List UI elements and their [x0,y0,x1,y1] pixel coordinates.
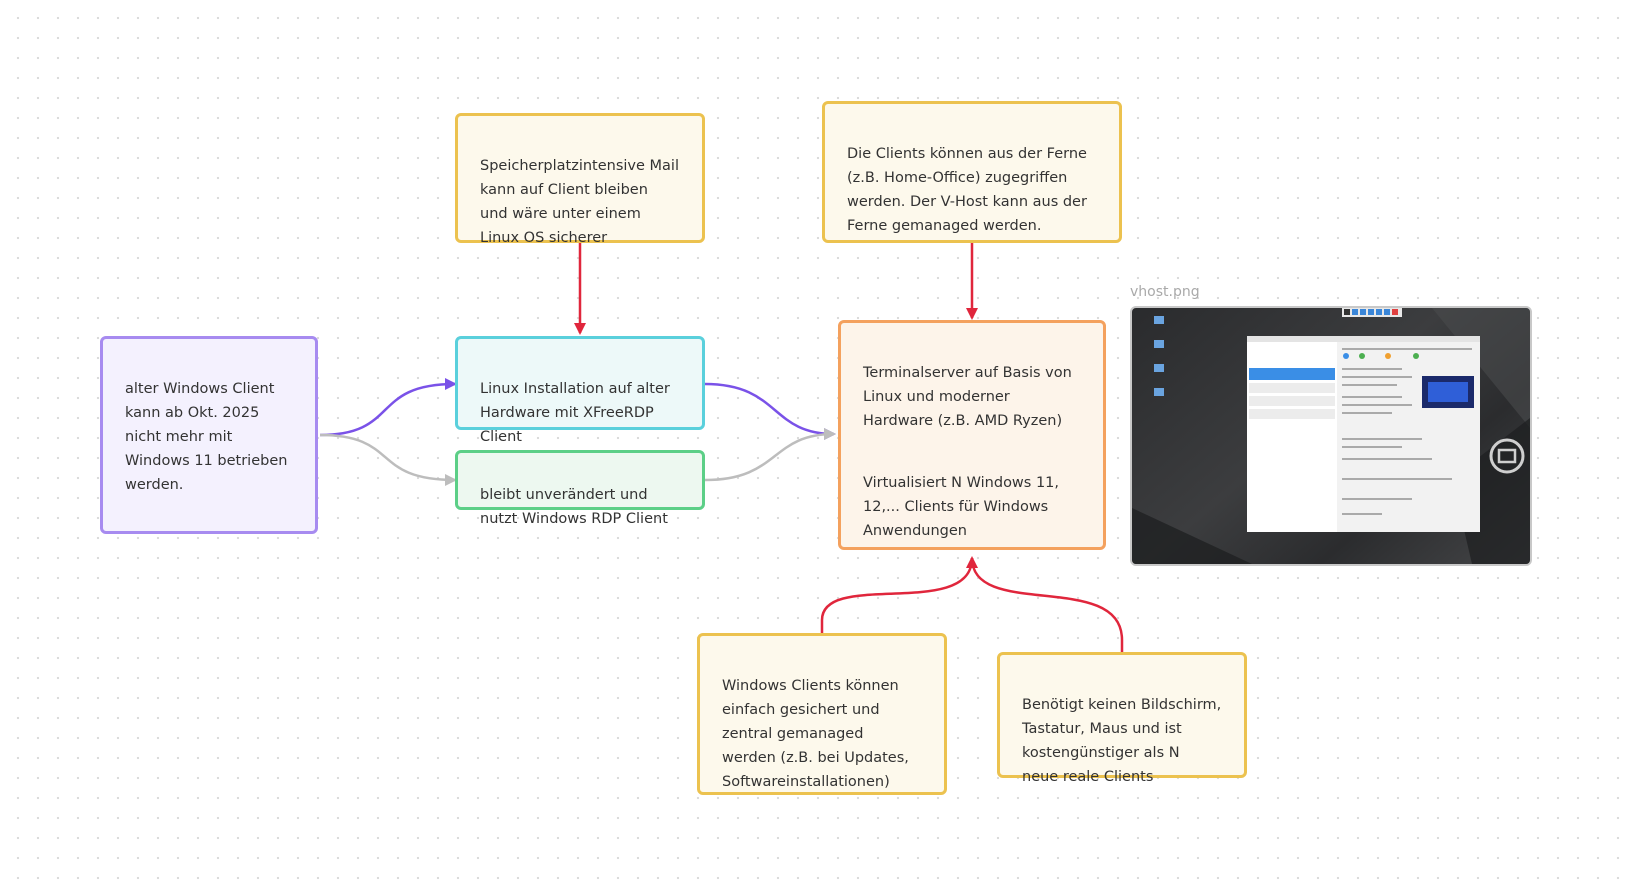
node-backup-management[interactable]: Windows Clients können einfach gesichert… [697,633,947,795]
node-old-windows-client[interactable]: alter Windows Client kann ab Okt. 2025 n… [100,336,318,534]
node-remote-access[interactable]: Die Clients können aus der Ferne (z.B. H… [822,101,1122,243]
node-mail-storage[interactable]: Speicherplatzintensive Mail kann auf Cli… [455,113,705,246]
node-terminalserver-text-1: Terminalserver auf Basis von Linux und m… [863,365,1072,429]
image-caption: vhost.png [1130,284,1200,300]
node-terminalserver-text-2: Virtualisiert N Windows 11, 12,... Clien… [863,475,1060,539]
edge-unchanged-to-terminal [704,428,836,482]
node-unchanged-client-text: bleibt unverändert und nutzt Windows RDP… [480,487,668,527]
edge-oldclient-to-unchanged [319,433,457,486]
edge-linux-to-terminal [704,382,836,440]
vhost-image[interactable] [1130,306,1532,566]
node-linux-installation-text: Linux Installation auf alter Hardware mi… [480,381,670,445]
node-linux-installation[interactable]: Linux Installation auf alter Hardware mi… [455,336,705,445]
edge-cheaper-to-terminal [970,557,1124,652]
node-old-windows-client-text: alter Windows Client kann ab Okt. 2025 n… [125,381,288,493]
node-backup-management-text: Windows Clients können einfach gesichert… [722,678,909,790]
edge-backup-to-terminal [820,556,978,633]
edge-oldclient-to-linux [319,378,457,437]
virtualbox-screenshot-icon [1132,308,1530,564]
node-unchanged-client[interactable]: bleibt unverändert und nutzt Windows RDP… [455,450,705,527]
node-no-peripherals[interactable]: Benötigt keinen Bildschirm, Tastatur, Ma… [997,652,1247,785]
node-mail-storage-text: Speicherplatzintensive Mail kann auf Cli… [480,158,679,246]
node-remote-access-text: Die Clients können aus der Ferne (z.B. H… [847,146,1087,234]
node-terminalserver[interactable]: Terminalserver auf Basis von Linux und m… [838,320,1106,550]
node-no-peripherals-text: Benötigt keinen Bildschirm, Tastatur, Ma… [1022,697,1222,785]
